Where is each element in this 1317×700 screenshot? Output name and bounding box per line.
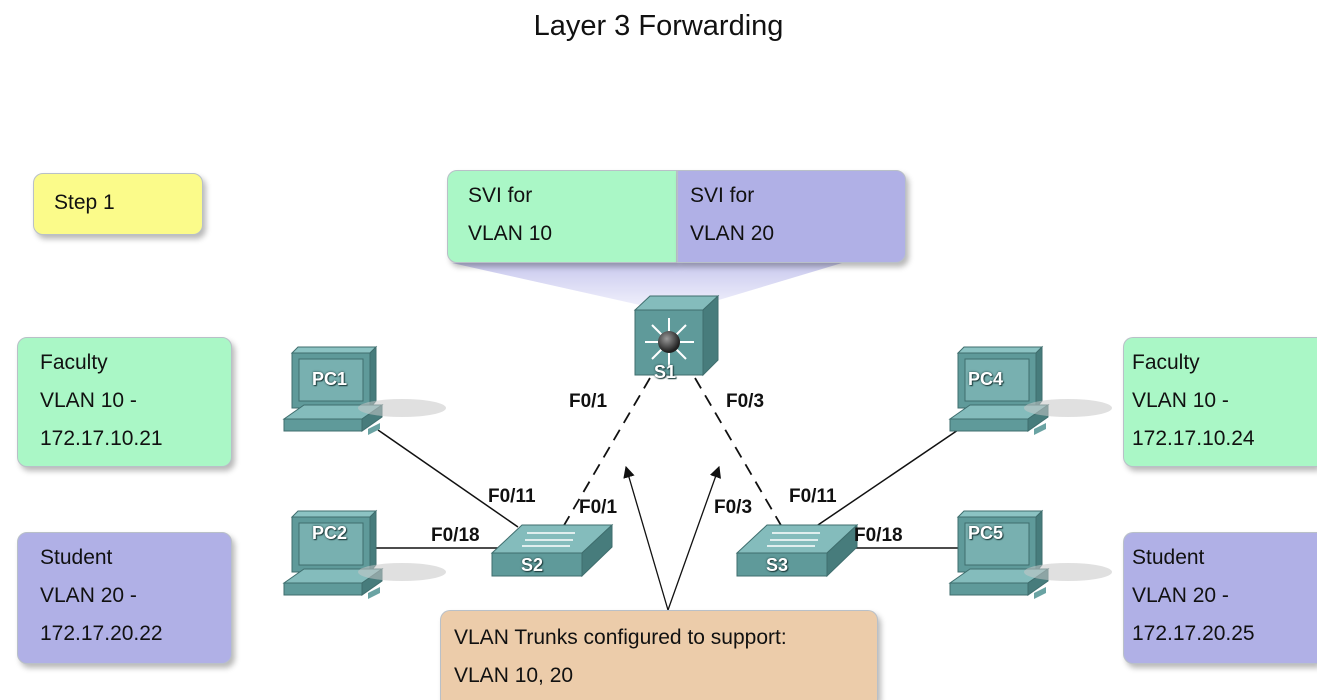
pc1-vlan: VLAN 10 -: [40, 389, 137, 412]
pc2-ip: 172.17.20.22: [40, 622, 163, 645]
arrow-to-trunk-s2: [623, 465, 669, 611]
s2-arrows-icon: [522, 532, 575, 547]
svi-vlan10-box: SVI for VLAN 10: [447, 170, 677, 263]
pc1-computer-icon: [282, 345, 446, 435]
pc5-vlan: VLAN 20 -: [1132, 584, 1229, 607]
pc4-ip: 172.17.10.24: [1132, 427, 1255, 450]
s3-switch: [735, 523, 859, 578]
pc5-label: PC5: [968, 523, 1004, 543]
pc1-label: PC1: [312, 369, 348, 389]
port-s2-pc1: F0/11: [488, 486, 536, 507]
s2-label: S2: [521, 555, 544, 575]
trunk-note-box: VLAN Trunks configured to support: VLAN …: [440, 610, 878, 700]
trunk-note-line2: VLAN 10, 20: [454, 664, 574, 687]
link-pc1-s2: [377, 429, 519, 528]
pc5-ip: 172.17.20.25: [1132, 622, 1255, 645]
pc2-vlan: VLAN 20 -: [40, 584, 137, 607]
arrow-to-trunk-s3: [667, 465, 721, 611]
svi-vlan20-line2: VLAN 20: [690, 222, 775, 245]
port-s1-to-s2: F0/1: [569, 391, 608, 412]
step-label: Step 1: [33, 173, 203, 235]
pc5-computer-icon: [948, 509, 1112, 599]
svi-vlan20-box: SVI for VLAN 20: [677, 170, 906, 263]
pc4-vlan: VLAN 10 -: [1132, 389, 1229, 412]
pc4-role: Faculty: [1132, 351, 1200, 374]
s2-switch: [490, 523, 614, 578]
link-pc4-s3: [814, 429, 959, 528]
pc4-vlan-box: Faculty VLAN 10 - 172.17.10.24: [1123, 337, 1317, 467]
s3-label: S3: [766, 555, 789, 575]
pc5-role: Student: [1132, 546, 1205, 569]
pc1-vlan-box: Faculty VLAN 10 - 172.17.10.21: [17, 337, 232, 467]
port-s1-to-s3: F0/3: [726, 391, 765, 412]
port-s2-uplink: F0/1: [579, 497, 618, 518]
pc1-ip: 172.17.10.21: [40, 427, 163, 450]
port-s2-pc2: F0/18: [431, 525, 480, 546]
svi-fan: [452, 263, 842, 305]
svi-vlan20-line1: SVI for: [690, 184, 755, 207]
pc1-role: Faculty: [40, 351, 108, 374]
pc5-vlan-box: Student VLAN 20 - 172.17.20.25: [1123, 532, 1317, 664]
port-s3-pc4: F0/11: [789, 486, 837, 507]
s1-label: S1: [654, 362, 677, 382]
s3-arrows-icon: [767, 532, 820, 547]
pc4-computer-icon: [948, 345, 1112, 435]
svi-vlan10-line1: SVI for: [468, 184, 533, 207]
trunk-s1-s3: [694, 377, 783, 528]
trunk-note-line1: VLAN Trunks configured to support:: [454, 626, 787, 649]
pc2-vlan-box: Student VLAN 20 - 172.17.20.22: [17, 532, 232, 664]
svi-vlan10-line2: VLAN 10: [468, 222, 553, 245]
trunk-s1-s2: [562, 377, 651, 528]
port-s3-pc5: F0/18: [854, 525, 903, 546]
diagram-title: Layer 3 Forwarding: [533, 10, 784, 42]
port-s3-uplink: F0/3: [714, 497, 753, 518]
pc2-role: Student: [40, 546, 113, 569]
pc2-computer-icon: [282, 509, 446, 599]
s1-multilayer-switch: [633, 294, 720, 377]
pc4-label: PC4: [968, 369, 1004, 389]
pc2-label: PC2: [312, 523, 348, 543]
step-label-text: Step 1: [54, 191, 115, 214]
